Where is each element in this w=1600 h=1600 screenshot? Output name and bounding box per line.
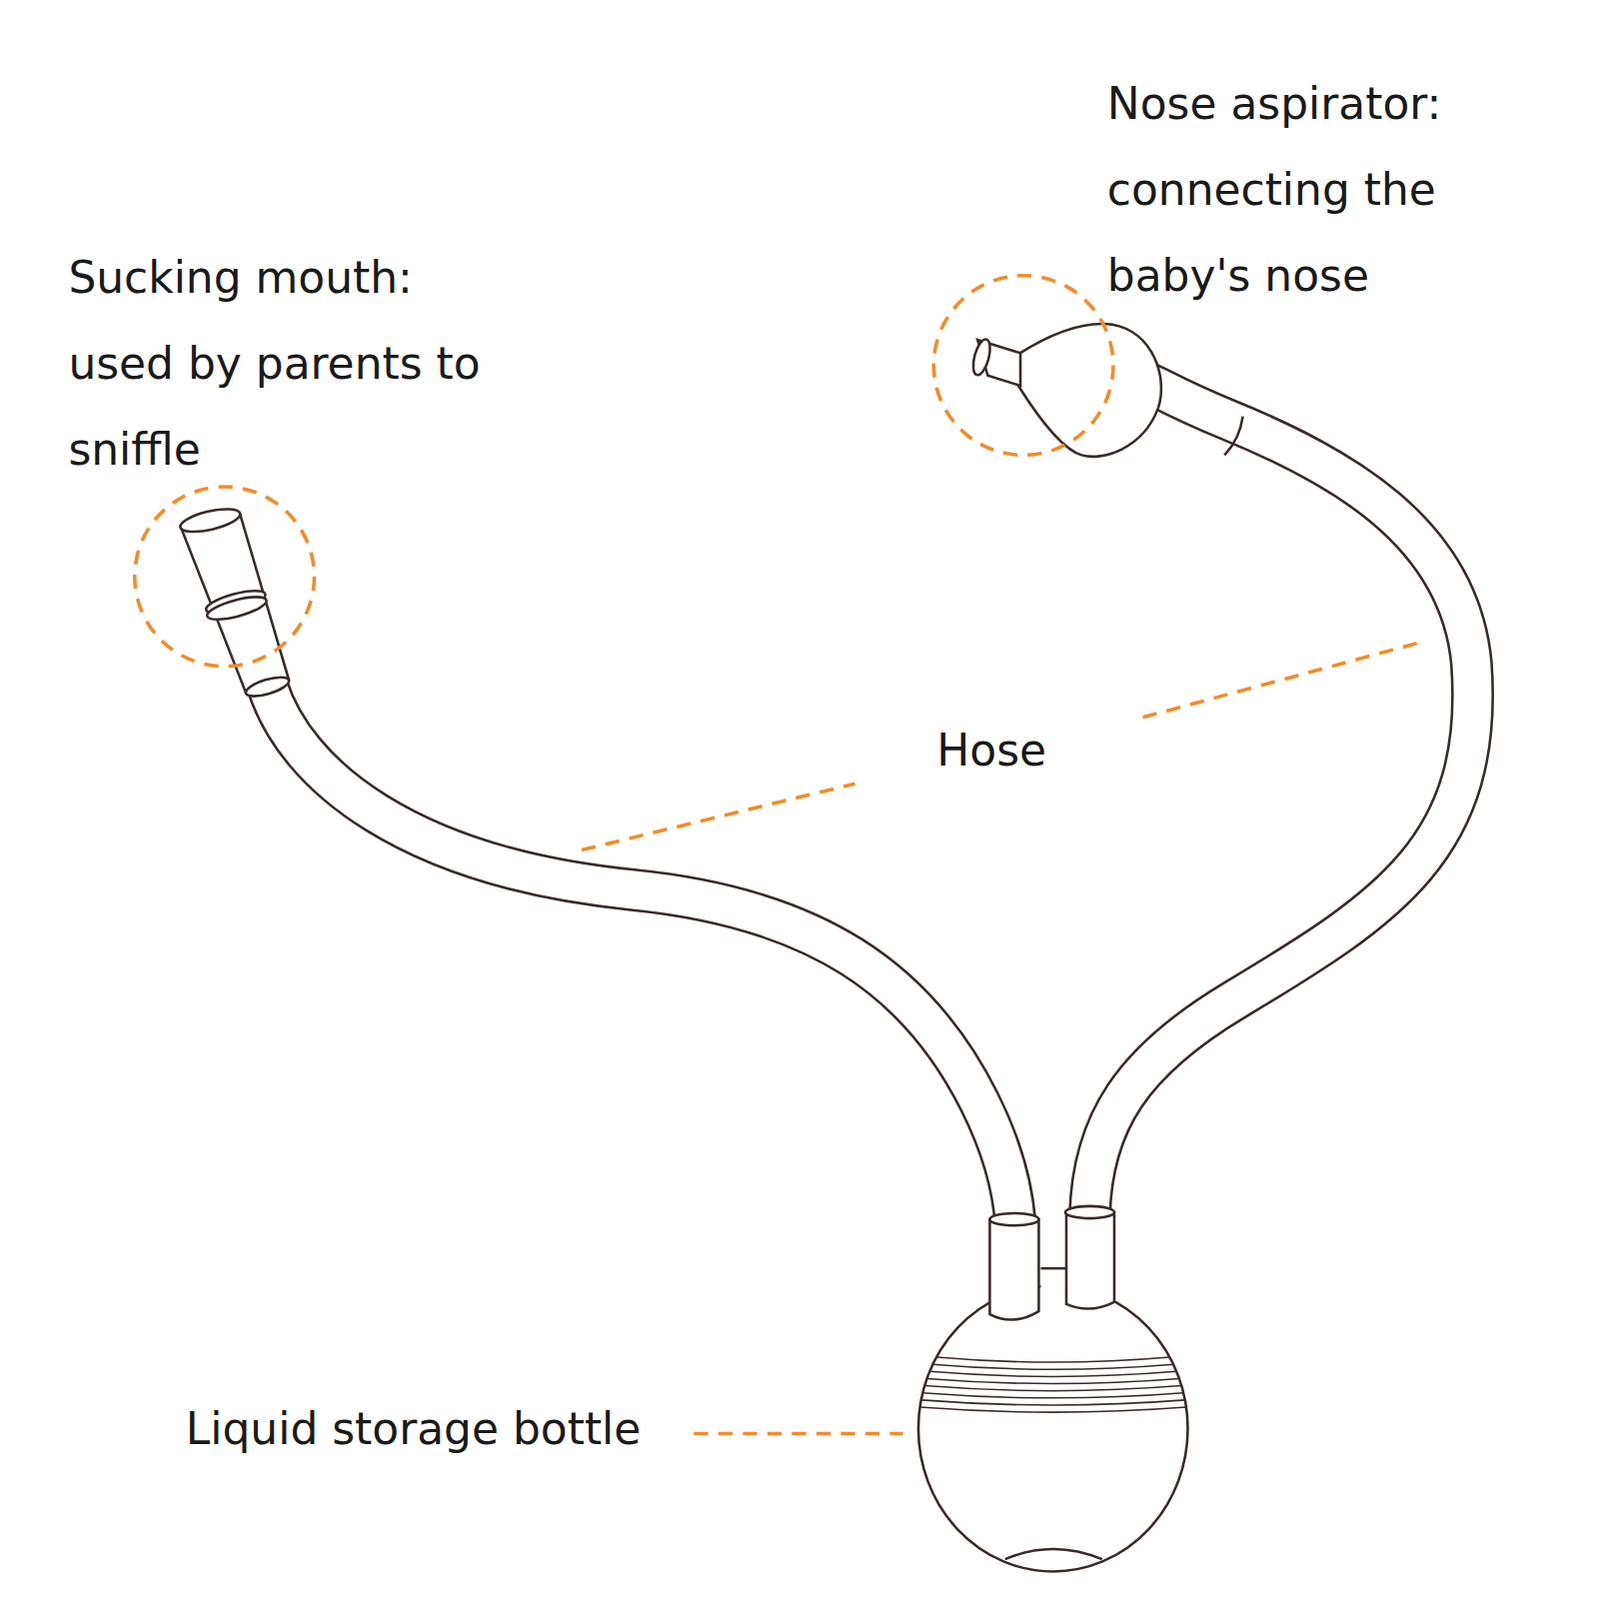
part-label: Sucking mouth: used by parents to sniffl… (67, 234, 487, 492)
nose-bulb (970, 323, 1162, 457)
part-label: Hose (936, 707, 1141, 794)
left-hose (267, 685, 1016, 1225)
liquid-storage-bottle (918, 1206, 1189, 1573)
part-label: Liquid storage bottle (185, 1386, 697, 1473)
bottle-bands (919, 1357, 1187, 1413)
sucking-mouthpiece (177, 504, 291, 701)
callout-markers (134, 275, 1419, 1435)
right-hose (1089, 382, 1473, 1217)
part-label: Nose aspirator: connecting the baby's no… (1107, 60, 1516, 318)
